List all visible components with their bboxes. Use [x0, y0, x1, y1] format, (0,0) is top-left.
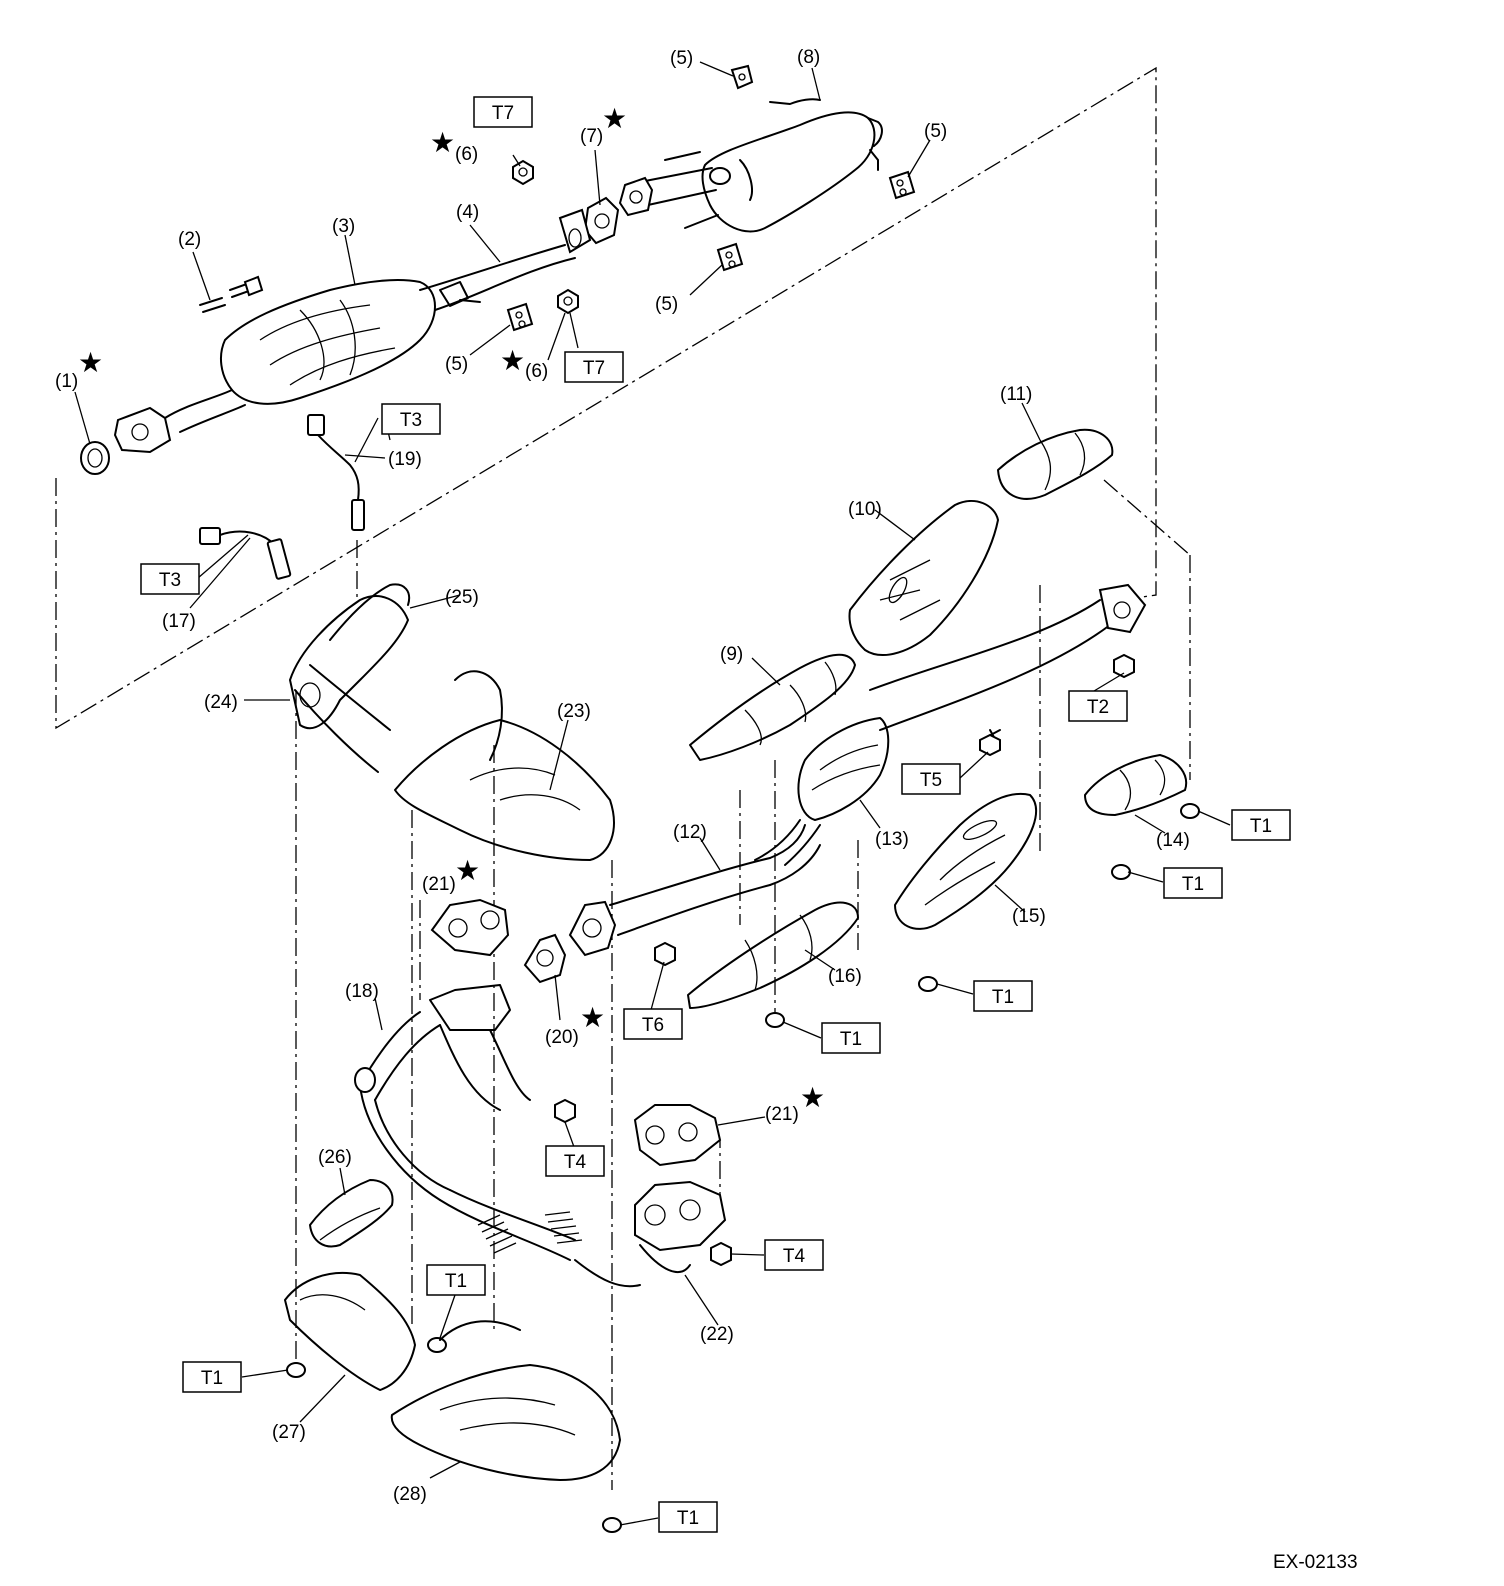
part-label: (18) [345, 981, 379, 1002]
leader-lines [74, 61, 1231, 1526]
rear-muffler [618, 98, 883, 233]
torque-label: T4 [783, 1246, 806, 1267]
figure-code: EX-02133 [1273, 1552, 1358, 1573]
part-label: (19) [388, 449, 422, 470]
exhaust-manifold [284, 583, 727, 1481]
part-label: (28) [393, 1484, 427, 1505]
flange-nuts [286, 653, 1200, 1533]
torque-boxes: T7 T7 T3 T3 T2 T5 T1 T1 T1 T1 T6 T4 T4 T… [140, 96, 1291, 1533]
part-label: (16) [828, 966, 862, 987]
torque-label: T1 [677, 1508, 699, 1529]
part-label: (9) [720, 644, 743, 665]
part-label: (26) [318, 1147, 352, 1168]
torque-label: T1 [201, 1368, 223, 1389]
part-label: (6) [525, 361, 548, 382]
part-labels: (1) (2) (3) (4) (5) (5) (5) (5) (6) (6) … [55, 47, 1190, 1505]
torque-label: T1 [445, 1271, 467, 1292]
torque-label: T7 [492, 103, 514, 124]
part-label: (22) [700, 1324, 734, 1345]
part-label: (3) [332, 216, 355, 237]
star-icon: ★ [800, 1081, 825, 1114]
star-icon: ★ [500, 344, 525, 377]
torque-label: T1 [1182, 874, 1204, 895]
front-catalytic-converter [609, 428, 1188, 1009]
torque-label: T4 [564, 1152, 587, 1173]
part-label: (25) [445, 587, 479, 608]
torque-label: T1 [840, 1029, 862, 1050]
star-icon: ★ [430, 126, 455, 159]
part-label: (1) [55, 371, 78, 392]
part-label: (14) [1156, 830, 1190, 851]
gasket-1 [80, 441, 110, 475]
torque-label: T7 [583, 358, 605, 379]
torque-label: T5 [920, 770, 942, 791]
part-label: (2) [178, 229, 201, 250]
star-icon: ★ [455, 854, 480, 887]
phantom-frame-rear [55, 66, 1157, 730]
part-label: (7) [580, 126, 603, 147]
part-label: (8) [797, 47, 820, 68]
part-label: (5) [924, 121, 947, 142]
rear-oxygen-sensor [307, 414, 365, 531]
star-icon: ★ [78, 346, 103, 379]
torque-label: T3 [159, 570, 181, 591]
part-label: (5) [655, 294, 678, 315]
star-icon: ★ [580, 1001, 605, 1034]
torque-label: T6 [642, 1015, 664, 1036]
torque-label: T1 [992, 987, 1014, 1008]
part-label: (13) [875, 829, 909, 850]
part-label: (12) [673, 822, 707, 843]
phantom-guide [1103, 479, 1191, 556]
part-label: (4) [456, 202, 479, 223]
torque-label: T3 [400, 410, 422, 431]
rubber-cushion [506, 64, 916, 332]
part-label: (20) [545, 1027, 579, 1048]
phantom-lines [55, 66, 1191, 1490]
part-label: (5) [445, 354, 468, 375]
part-label: (21) [422, 874, 456, 895]
self-locking-nut [512, 159, 579, 315]
part-label: (15) [1012, 906, 1046, 927]
part-label: (10) [848, 499, 882, 520]
part-label: (17) [162, 611, 196, 632]
part-label: (11) [1000, 384, 1032, 405]
part-label: (5) [670, 48, 693, 69]
star-icon: ★ [602, 102, 627, 135]
part-label: (6) [455, 144, 478, 165]
center-exhaust-pipe [113, 208, 592, 454]
part-label: (24) [204, 692, 238, 713]
part-label: (21) [765, 1104, 799, 1125]
torque-label: T1 [1250, 816, 1272, 837]
flexible-joint [477, 1211, 583, 1254]
torque-label: T2 [1087, 697, 1109, 718]
part-label: (23) [557, 701, 591, 722]
replace-markers: ★ ★ ★ ★ ★ ★ ★ [78, 102, 825, 1114]
part-label: (27) [272, 1422, 306, 1443]
front-oxygen-sensor [199, 527, 292, 580]
